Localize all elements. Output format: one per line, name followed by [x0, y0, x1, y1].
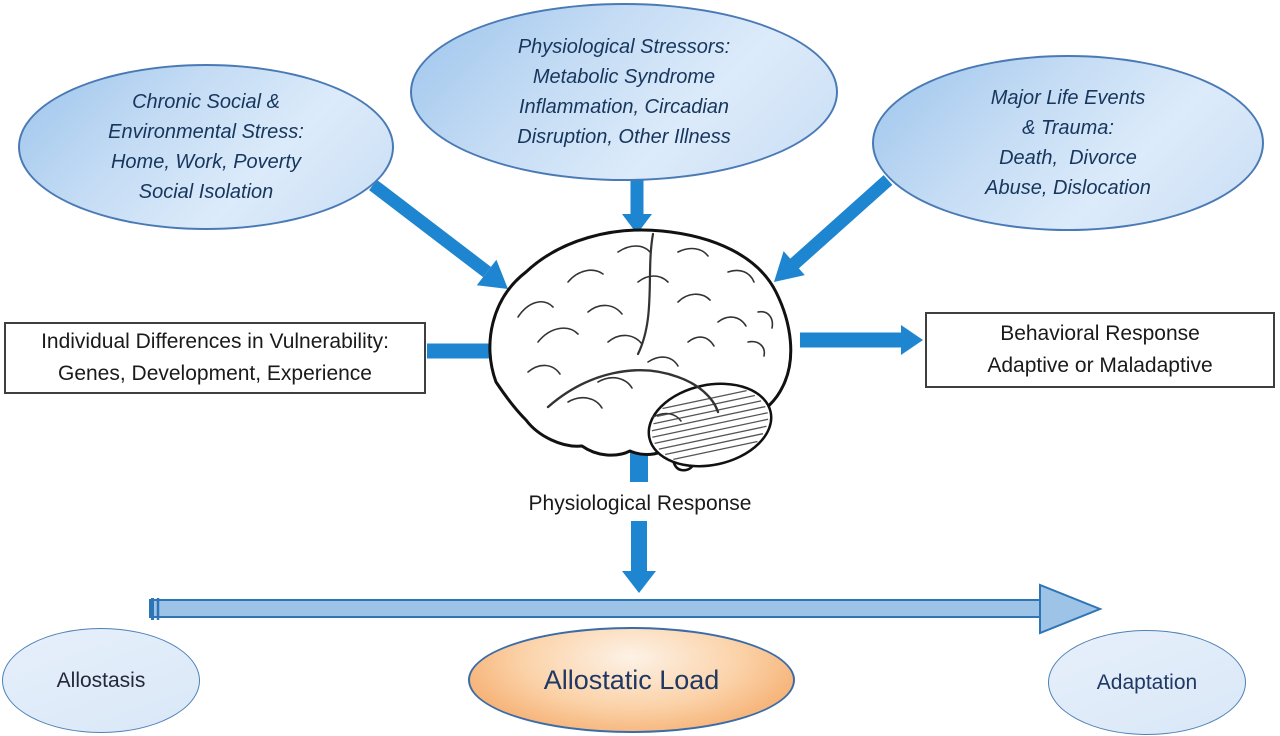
ellipse-text-line: Chronic Social &: [132, 91, 280, 113]
brain-icon: [488, 228, 793, 472]
ellipse-adaptation: Adaptation: [1048, 630, 1246, 735]
ellipse-physiological-stressors: Physiological Stressors: Metabolic Syndr…: [410, 3, 838, 181]
ellipse-allostatic-load: Allostatic Load: [468, 627, 795, 733]
ellipse-text-line: Major Life Events: [990, 87, 1146, 109]
arrow-response-to-timeline: [622, 521, 656, 593]
arrow-major-to-brain: [774, 175, 893, 282]
arrow-chronic-to-brain: [369, 179, 508, 289]
ellipse-text-line: Adaptation: [1096, 670, 1198, 694]
label-physiological-response: Physiological Response: [480, 489, 800, 519]
label-text: Physiological Response: [528, 492, 752, 515]
box-text-line: Individual Differences in Vulnerability:: [41, 330, 389, 353]
brain-sulci: [517, 232, 774, 422]
ellipse-text-line: & Trauma:: [1022, 117, 1114, 139]
ellipse-text-line: Death, Divorce: [999, 147, 1137, 169]
ellipse-text-line: Physiological Stressors:: [517, 36, 731, 58]
ellipse-major-life-events: Major Life Events & Trauma: Death, Divor…: [872, 55, 1264, 231]
arrow-stressors-to-brain: [622, 176, 652, 234]
ellipse-allostasis: Allostasis: [2, 628, 200, 733]
box-behavioral-response: Behavioral Response Adaptive or Maladapt…: [925, 312, 1275, 388]
ellipse-text-line: Environmental Stress:: [108, 121, 304, 143]
ellipse-text-line: Disruption, Other Illness: [517, 126, 731, 148]
ellipse-text-line: Home, Work, Poverty: [110, 151, 302, 173]
box-text-line: Genes, Development, Experience: [57, 362, 372, 385]
ellipse-text-line: Allostasis: [56, 668, 146, 692]
box-text-line: Adaptive or Maladaptive: [987, 354, 1213, 377]
brain-cerebellum: [647, 382, 773, 468]
timeline-arrow: [149, 583, 1103, 635]
ellipse-text-line: Metabolic Syndrome: [532, 66, 716, 88]
arrow-brain-to-behavioral: [800, 325, 923, 355]
ellipse-chronic-social-stress: Chronic Social & Environmental Stress: H…: [18, 64, 394, 230]
box-individual-differences: Individual Differences in Vulnerability:…: [4, 322, 426, 394]
ellipse-text-line: Inflammation, Circadian: [518, 96, 730, 118]
ellipse-text-line: Allostatic Load: [543, 664, 720, 695]
box-text-line: Behavioral Response: [1000, 322, 1200, 345]
ellipse-text-line: Abuse, Dislocation: [985, 177, 1151, 199]
ellipse-text-line: Social Isolation: [138, 181, 274, 203]
